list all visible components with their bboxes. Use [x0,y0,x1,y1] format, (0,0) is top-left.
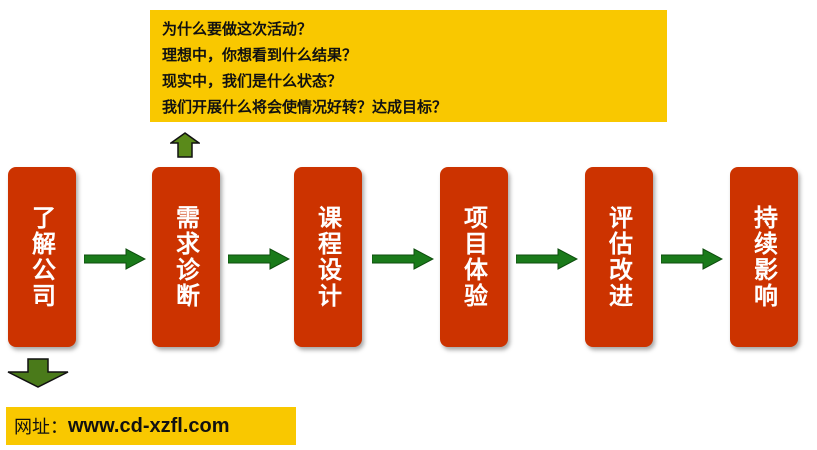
step-course-design: 课程设计 [294,167,362,347]
right-arrow-icon [84,248,146,270]
website-label: 网址： [14,417,68,438]
step-label: 需求诊断 [171,205,200,309]
question-line-4: 我们开展什么将会使情况好转？达成目标？ [162,98,448,116]
question-line-1: 为什么要做这次活动？ [162,20,313,38]
right-arrow-icon [372,248,434,270]
step-label: 项目体验 [459,205,488,309]
right-arrow-icon [661,248,723,270]
step-label: 持续影响 [749,205,778,309]
website-box: 网址： www.cd-xzfl.com [6,407,296,445]
step-continuous-impact: 持续影响 [730,167,798,347]
question-line-2: 理想中，你想看到什么结果？ [162,46,358,64]
step-project-experience: 项目体验 [440,167,508,347]
question-box: 为什么要做这次活动？ 理想中，你想看到什么结果？ 现实中，我们是什么状态？ 我们… [150,10,667,122]
step-label: 课程设计 [313,205,342,309]
website-url[interactable]: www.cd-xzfl.com [68,414,230,437]
right-arrow-icon [516,248,578,270]
step-evaluate-improve: 评估改进 [585,167,653,347]
step-understand-company: 了解公司 [8,167,76,347]
right-arrow-icon [228,248,290,270]
up-arrow-icon [170,132,200,158]
step-needs-diagnosis: 需求诊断 [152,167,220,347]
step-label: 了解公司 [27,205,56,309]
step-label: 评估改进 [604,205,633,309]
question-line-3: 现实中，我们是什么状态？ [162,72,343,90]
down-arrow-icon [7,358,69,388]
